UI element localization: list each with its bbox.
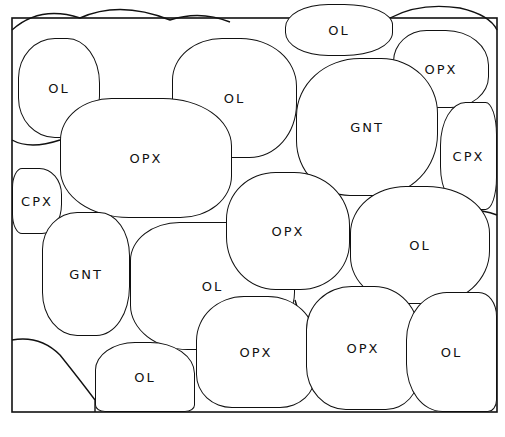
mineral-label: OPX <box>347 341 380 356</box>
mineral-label: OPX <box>272 224 305 239</box>
grain-boundary <box>12 140 60 145</box>
grain-boundary <box>12 9 230 30</box>
grain-boundary <box>390 6 497 30</box>
mineral-label: OL <box>409 238 430 253</box>
frame <box>12 18 497 412</box>
mineral-label: OPX <box>425 62 458 77</box>
mineral-label: GNT <box>350 120 384 135</box>
mineral-grain: OPX <box>196 296 316 408</box>
mineral-grain: OL <box>406 292 497 412</box>
mineral-grain: GNT <box>296 58 438 196</box>
mineral-label: OL <box>134 370 155 385</box>
mineral-grain: OPX <box>306 286 420 410</box>
mineral-label: GNT <box>69 267 103 282</box>
mineral-grain: OPX <box>226 172 350 290</box>
mineral-grain: OL <box>285 4 393 56</box>
grain-boundary <box>12 339 95 412</box>
mineral-label: OL <box>441 345 462 360</box>
mineral-label: OL <box>224 91 245 106</box>
mineral-grain: GNT <box>42 212 130 336</box>
mineral-label: OL <box>48 81 69 96</box>
mineral-label: OPX <box>240 345 273 360</box>
mineral-grain: OPX <box>60 98 232 218</box>
mineral-grain: OL <box>95 342 195 412</box>
mineral-label: OPX <box>130 151 163 166</box>
mineral-label: OL <box>202 279 223 294</box>
mineral-label: CPX <box>453 149 485 164</box>
mineral-label: OL <box>328 23 349 38</box>
mineral-label: CPX <box>21 194 53 209</box>
